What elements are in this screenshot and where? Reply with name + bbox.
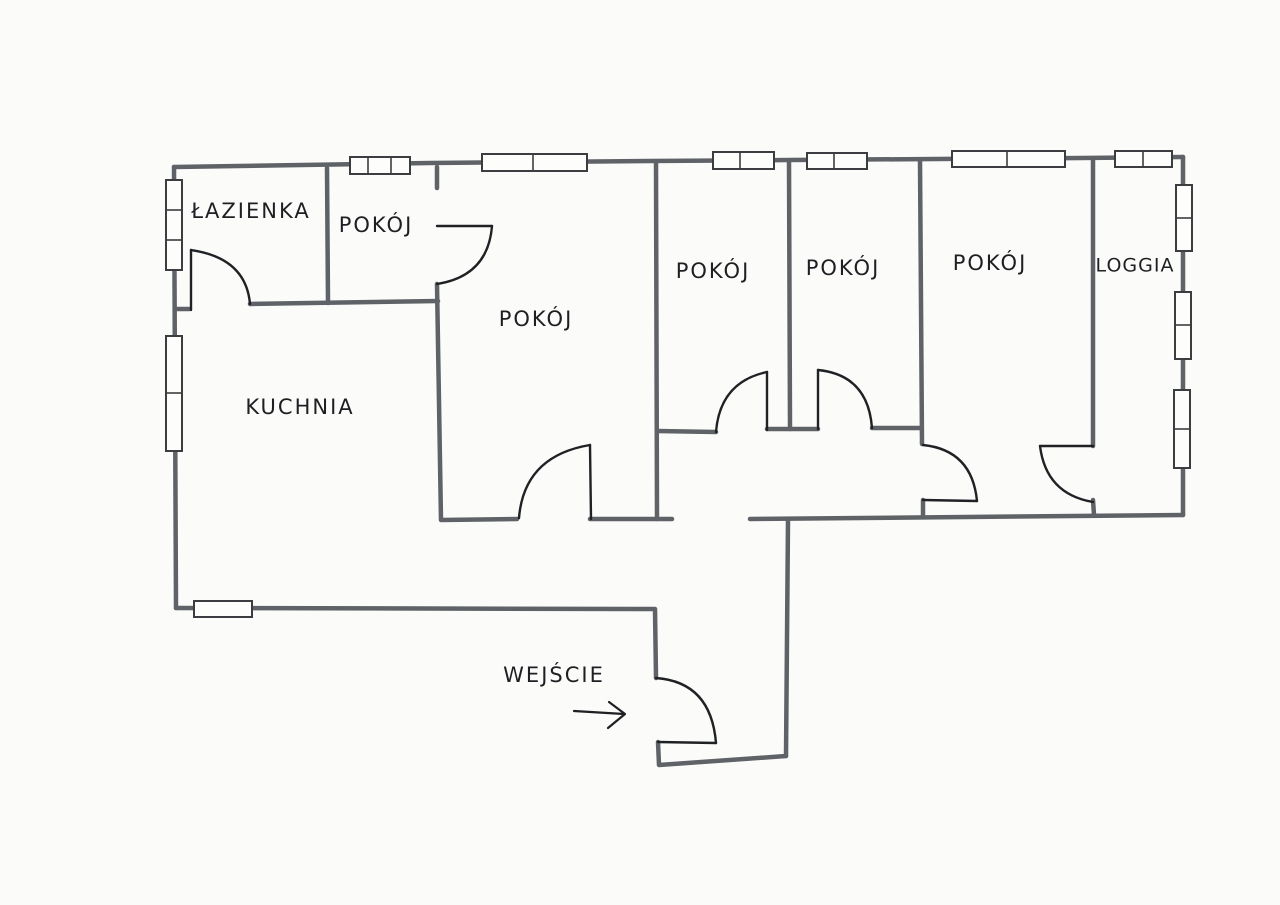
label-kuchnia: KUCHNIA bbox=[245, 395, 354, 419]
right-wing-bottom-wall bbox=[747, 512, 1186, 522]
window-bottom-1 bbox=[193, 600, 253, 618]
big-room-left-wall bbox=[434, 281, 520, 523]
label-pokoj-4: POKÓJ bbox=[806, 255, 881, 280]
door-bathroom bbox=[189, 248, 252, 312]
door-loggia bbox=[1038, 444, 1095, 504]
window-top-2 bbox=[481, 153, 588, 172]
outer-wall-bottom-left bbox=[173, 605, 659, 681]
door-room-3 bbox=[714, 370, 769, 434]
label-pokoj-2: POKÓJ bbox=[499, 306, 574, 331]
window-right-1 bbox=[1175, 184, 1193, 252]
label-loggia: LOGGIA bbox=[1096, 255, 1175, 277]
label-pokoj-5: POKÓJ bbox=[953, 250, 1028, 275]
window-left-2 bbox=[165, 335, 183, 452]
label-pokoj-1: POKÓJ bbox=[339, 212, 414, 237]
room4-right-wall bbox=[917, 158, 925, 447]
door-entrance bbox=[654, 676, 718, 745]
room-labels: ŁAZIENKA POKÓJ POKÓJ POKÓJ POKÓJ POKÓJ L… bbox=[190, 199, 1175, 687]
door-room-4 bbox=[816, 368, 874, 431]
doors bbox=[189, 224, 1095, 745]
entrance-wall-right bbox=[783, 517, 791, 759]
entrance-arrow-icon bbox=[572, 700, 627, 730]
big-room-right-wall bbox=[653, 160, 660, 522]
label-pokoj-3: POKÓJ bbox=[676, 258, 751, 283]
room3-bottom-wall bbox=[654, 428, 719, 435]
label-wejscie: WEJŚCIE bbox=[503, 662, 605, 687]
window-top-3 bbox=[712, 151, 775, 170]
windows bbox=[165, 150, 1193, 618]
window-top-1 bbox=[349, 156, 411, 175]
entrance-wall-left bbox=[655, 739, 789, 768]
window-right-2 bbox=[1174, 291, 1192, 360]
door-room-5 bbox=[921, 443, 979, 503]
label-lazienka: ŁAZIENKA bbox=[190, 199, 311, 223]
window-right-3 bbox=[1173, 389, 1191, 469]
window-left-1 bbox=[165, 179, 183, 271]
walls bbox=[171, 154, 1186, 768]
door-small-room bbox=[435, 224, 494, 286]
window-top-5 bbox=[951, 150, 1066, 168]
door-big-room bbox=[517, 443, 593, 521]
bathroom-right-wall bbox=[324, 165, 331, 306]
window-top-6 bbox=[1114, 150, 1173, 168]
window-top-4 bbox=[806, 152, 868, 170]
room3-right-wall bbox=[786, 159, 793, 432]
bathroom-bottom-wall-2 bbox=[247, 298, 441, 307]
